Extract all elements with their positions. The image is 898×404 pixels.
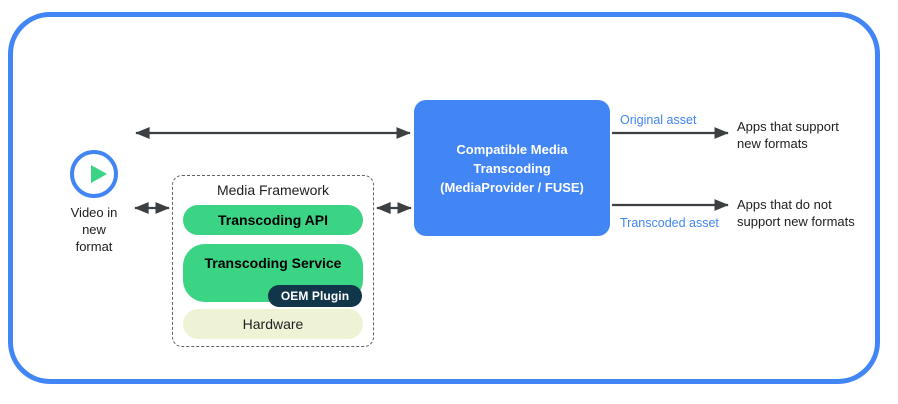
play-circle-icon [70, 150, 118, 198]
transcoding-service-label: Transcoding Service [204, 255, 342, 271]
transcoding-api-label: Transcoding API [218, 212, 328, 228]
play-triangle-icon [91, 165, 107, 183]
compatible-media-transcoding-box: Compatible Media Transcoding (MediaProvi… [414, 100, 610, 236]
original-asset-label: Original asset [620, 113, 697, 127]
compatible-media-transcoding-label: Compatible Media Transcoding (MediaProvi… [440, 141, 584, 195]
oem-plugin-badge: OEM Plugin [268, 285, 362, 307]
oem-plugin-label: OEM Plugin [280, 289, 350, 303]
video-source-caption: Video in new format [70, 205, 118, 254]
hardware-label: Hardware [242, 316, 304, 332]
transcoded-asset-label: Transcoded asset [620, 216, 719, 230]
transcoding-api-layer: Transcoding API [183, 205, 363, 235]
apps-that-support-new-formats-label: Apps that support new formats [737, 119, 839, 151]
hardware-layer: Hardware [183, 309, 363, 339]
apps-that-do-not-support-new-formats-label: Apps that do not support new formats [737, 197, 855, 229]
media-framework-title: Media Framework [216, 182, 330, 198]
